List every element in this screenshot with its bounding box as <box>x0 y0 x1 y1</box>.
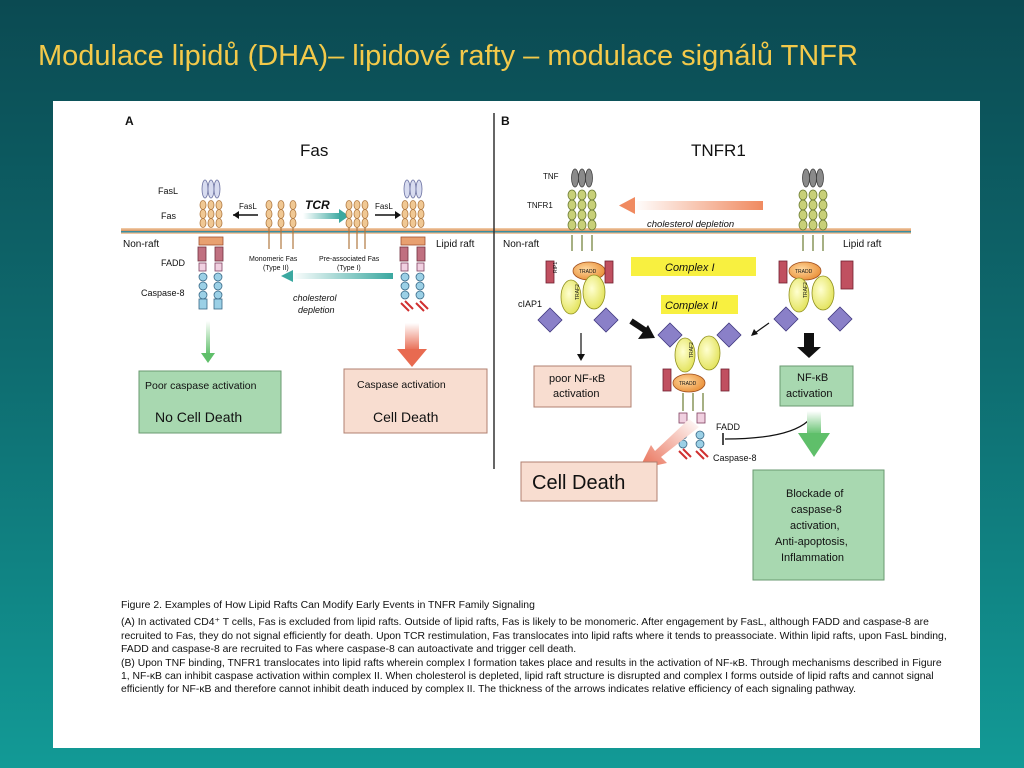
tnfr1-label: TNFR1 <box>527 201 553 210</box>
arrow-a-red <box>405 323 419 351</box>
fas-receptor-right <box>399 179 429 312</box>
ciap1-label: cIAP1 <box>518 299 542 309</box>
fadd-label-a: FADD <box>161 258 186 268</box>
nfkb-line2: activation <box>786 388 832 400</box>
complex1-label: Complex I <box>665 262 715 274</box>
arrow-b-thick-down <box>804 333 814 349</box>
arrow-b-thin-diag <box>754 322 770 334</box>
caspase-activation-box <box>343 368 488 434</box>
lipidraft-label-b: Lipid raft <box>843 239 882 250</box>
monomeric-fas <box>265 200 297 249</box>
fas-receptor-left <box>197 179 224 310</box>
monomeric-label-1: Monomeric Fas <box>249 256 298 263</box>
cell-death-box <box>520 461 658 502</box>
caption-para-a: (A) In activated CD4⁺ T cells, Fas is ex… <box>121 617 947 656</box>
arrow-a-green <box>206 321 210 355</box>
poor-nfkb-line2: activation <box>553 388 599 400</box>
slide-title: Modulace lipidů (DHA)– lipidové rafty – … <box>38 40 858 72</box>
tnf-label: TNF <box>543 172 559 181</box>
traf2-label-center: TRAF2 <box>689 342 695 358</box>
traf2-label-left: TRAF2 <box>575 284 581 300</box>
figure-diagram: A Fas FasL Fas Non-raft Lipid raft FADD … <box>121 113 911 581</box>
nonraft-label-b: Non-raft <box>503 239 539 250</box>
poor-nfkb-line1: poor NF-κB <box>549 373 605 385</box>
fasl-label: FasL <box>158 186 178 196</box>
figure-panel: A Fas FasL Fas Non-raft Lipid raft FADD … <box>53 101 980 748</box>
tradd-label-center: TRADD <box>679 381 697 387</box>
fasl-arrow-label-right: FasL <box>375 202 393 211</box>
chol-label-b: cholesterol depletion <box>647 219 734 230</box>
blockade-line3: activation, <box>790 520 840 532</box>
cell-death-label: Cell Death <box>532 472 625 494</box>
rip1-label-left: RIP1 <box>553 262 559 273</box>
membrane-midline <box>121 231 911 233</box>
arrow-b-red <box>639 419 699 469</box>
fadd-label-b: FADD <box>716 422 741 432</box>
nonraft-label-a: Non-raft <box>123 239 159 250</box>
poor-caspase-box <box>138 370 282 434</box>
caption-title: Figure 2. Examples of How Lipid Rafts Ca… <box>121 600 535 611</box>
monomeric-label-2: (Type II) <box>263 265 289 272</box>
blockade-line1: Blockade of <box>786 488 844 500</box>
panel-a-letter: A <box>125 114 134 128</box>
panel-b-title: TNFR1 <box>691 141 746 160</box>
caspase8-label-b: Caspase-8 <box>713 453 757 463</box>
chol-arrow-a <box>291 273 393 279</box>
fasl-arrow-label-left: FasL <box>239 202 257 211</box>
traf2-label-right: TRAF2 <box>803 282 809 298</box>
tcr-arrow <box>303 213 341 219</box>
lipidraft-label-a: Lipid raft <box>436 239 475 250</box>
nfkb-box <box>779 365 854 407</box>
poor-box-line1: Poor caspase activation <box>145 380 257 392</box>
tnfr1-right: TRADD TRAF2 <box>778 168 854 313</box>
arrow-b-green <box>807 411 821 435</box>
tnfr1-left: RIP1 TRADD TRAF2 <box>545 168 614 315</box>
inhibition-line <box>724 420 809 440</box>
preassociated-fas <box>345 200 369 249</box>
complex2-box <box>661 295 738 314</box>
blockade-box <box>752 469 885 581</box>
poor-nfkb-box <box>533 365 632 408</box>
preassoc-label-2: (Type I) <box>337 265 361 272</box>
blockade-line4: Anti-apoptosis, <box>775 536 848 548</box>
panel-b-letter: B <box>501 114 510 128</box>
preassoc-label-1: Pre-associated Fas <box>319 256 380 263</box>
tradd-label-right: TRADD <box>795 269 813 275</box>
panel-a-title: Fas <box>300 141 328 160</box>
caption-para-b: (B) Upon TNF binding, TNFR1 translocates… <box>121 657 942 696</box>
figure-caption: Figure 2. Examples of How Lipid Rafts Ca… <box>121 599 951 697</box>
blockade-line5: Inflammation <box>781 552 844 564</box>
poor-box-line2: No Cell Death <box>155 409 242 425</box>
tcr-label: TCR <box>305 198 330 212</box>
complex1-box <box>631 257 756 276</box>
ciap1-right <box>773 306 853 332</box>
complex2-label: Complex II <box>665 300 718 312</box>
chol-label-a-1: cholesterol <box>293 293 338 303</box>
chol-label-a-2: depletion <box>298 305 335 315</box>
ciap1-left <box>537 307 619 333</box>
fas-label: Fas <box>161 211 177 221</box>
casp-box-line2: Cell Death <box>373 409 438 425</box>
chol-arrow-b <box>633 201 763 210</box>
blockade-line2: caspase-8 <box>791 504 842 516</box>
casp-box-line1: Caspase activation <box>357 379 446 391</box>
tradd-label-left: TRADD <box>579 269 597 275</box>
complex2-center: TRAF2 TRADD <box>657 322 742 460</box>
nfkb-line1: NF-κB <box>797 372 828 384</box>
caspase8-label-a: Caspase-8 <box>141 288 185 298</box>
